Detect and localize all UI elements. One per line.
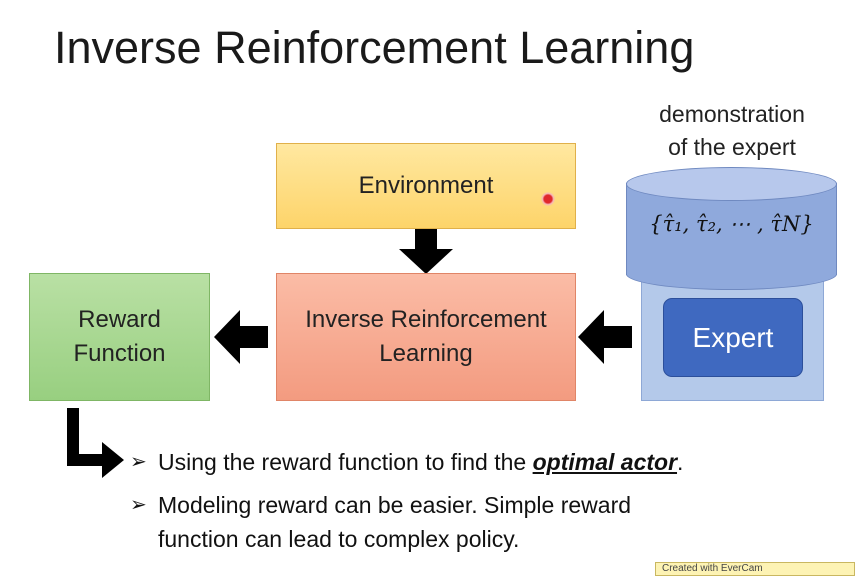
- down-arrow-icon: [399, 229, 453, 274]
- bullet-2-line2: function can lead to complex policy.: [158, 525, 520, 552]
- reward-label-line2: Function: [73, 340, 166, 367]
- bullet-2-line1: Modeling reward can be easier. Simple re…: [158, 492, 632, 519]
- bullet-list: ➢ Using the reward function to find the …: [130, 446, 830, 566]
- bullet-item: ➢ Modeling reward can be easier. Simple …: [130, 489, 830, 556]
- irl-label-line2: Learning: [379, 340, 473, 367]
- bullet-text: Using the reward function to find the op…: [158, 446, 683, 479]
- left-arrow-icon: [578, 310, 632, 364]
- slide-title: Inverse Reinforcement Learning: [54, 22, 695, 73]
- expert-box: Expert: [663, 298, 803, 377]
- bullet-arrow-icon: ➢: [130, 451, 147, 473]
- watermark: Created with EverCam: [655, 562, 855, 576]
- demo-label-line2: of the expert: [668, 134, 796, 161]
- bent-arrow-icon: [67, 408, 124, 478]
- bullet-item: ➢ Using the reward function to find the …: [130, 446, 830, 479]
- irl-box: Inverse Reinforcement Learning: [276, 273, 576, 401]
- database-cylinder-top: [626, 167, 837, 201]
- reward-function-box: Reward Function: [29, 273, 210, 401]
- bullet-arrow-icon: ➢: [130, 494, 147, 517]
- trajectory-set: {τ̂₁, τ̂₂, ⋯ , τ̂N}: [649, 212, 814, 236]
- irl-label-line1: Inverse Reinforcement: [305, 306, 547, 334]
- cursor-dot-icon: [541, 192, 555, 206]
- bullet-1-suffix: .: [677, 449, 684, 475]
- demo-label-line1: demonstration: [659, 101, 805, 127]
- bullet-text: Modeling reward can be easier. Simple re…: [158, 489, 631, 556]
- optimal-actor-emphasis: optimal actor: [532, 449, 678, 475]
- bullet-1-prefix: Using the reward function to find the: [158, 449, 533, 475]
- reward-label-line1: Reward: [78, 306, 161, 334]
- left-arrow-icon: [214, 310, 268, 364]
- environment-box: Environment: [276, 143, 576, 229]
- demonstration-label: demonstration of the expert: [632, 98, 832, 165]
